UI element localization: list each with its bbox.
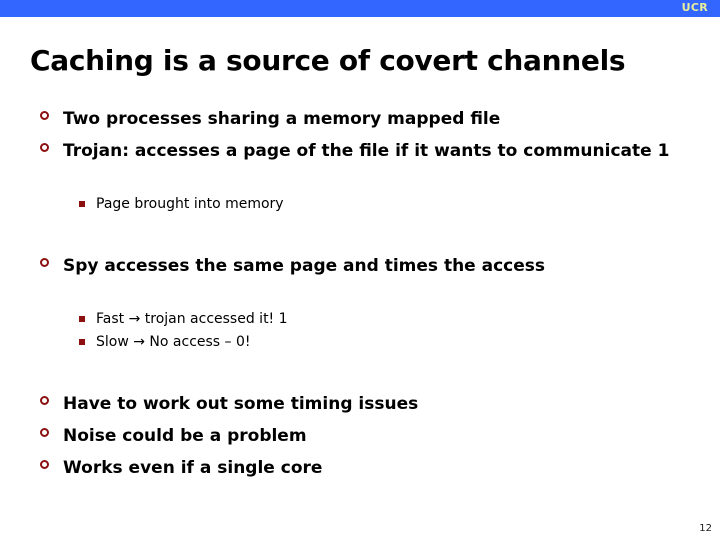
circle-bullet-icon [40, 143, 49, 152]
list-item-label: Spy accesses the same page and times the… [63, 256, 546, 276]
list-item: Spy accesses the same page and times the… [0, 255, 720, 278]
circle-bullet-icon [40, 428, 49, 437]
page-number: 12 [699, 523, 712, 534]
list-item-label: Noise could be a problem [63, 426, 307, 446]
list-item: Two processes sharing a memory mapped fi… [0, 108, 720, 131]
spacer [0, 217, 720, 255]
list-item-label: Slow → No access – 0! [96, 334, 251, 350]
list-item: Works even if a single core [0, 457, 720, 480]
list-item-label: Two processes sharing a memory mapped fi… [63, 109, 501, 129]
circle-bullet-icon [40, 460, 49, 469]
circle-bullet-icon [40, 396, 49, 405]
square-bullet-icon [79, 201, 85, 207]
top-banner: UCR [0, 0, 720, 17]
circle-bullet-icon [40, 258, 49, 267]
list-item: Fast → trojan accessed it! 1 [0, 309, 720, 330]
list-item: Have to work out some timing issues [0, 393, 720, 416]
brand-logo-ucr: UCR [681, 1, 708, 14]
list-item-label: Trojan: accesses a page of the file if i… [63, 141, 670, 161]
list-item: Trojan: accesses a page of the file if i… [0, 140, 720, 163]
square-bullet-icon [79, 339, 85, 345]
circle-bullet-icon [40, 111, 49, 120]
list-item: Noise could be a problem [0, 425, 720, 448]
spacer [0, 172, 720, 194]
list-item: Slow → No access – 0! [0, 332, 720, 353]
list-item-label: Page brought into memory [96, 196, 284, 212]
list-item: Page brought into memory [0, 194, 720, 215]
square-bullet-icon [79, 316, 85, 322]
slide-body: Two processes sharing a memory mapped fi… [0, 108, 720, 489]
spacer [0, 355, 720, 393]
page-title: Caching is a source of covert channels [30, 44, 626, 77]
list-item-label: Fast → trojan accessed it! 1 [96, 311, 288, 327]
list-item-label: Have to work out some timing issues [63, 394, 419, 414]
spacer [0, 287, 720, 309]
list-item-label: Works even if a single core [63, 458, 323, 478]
